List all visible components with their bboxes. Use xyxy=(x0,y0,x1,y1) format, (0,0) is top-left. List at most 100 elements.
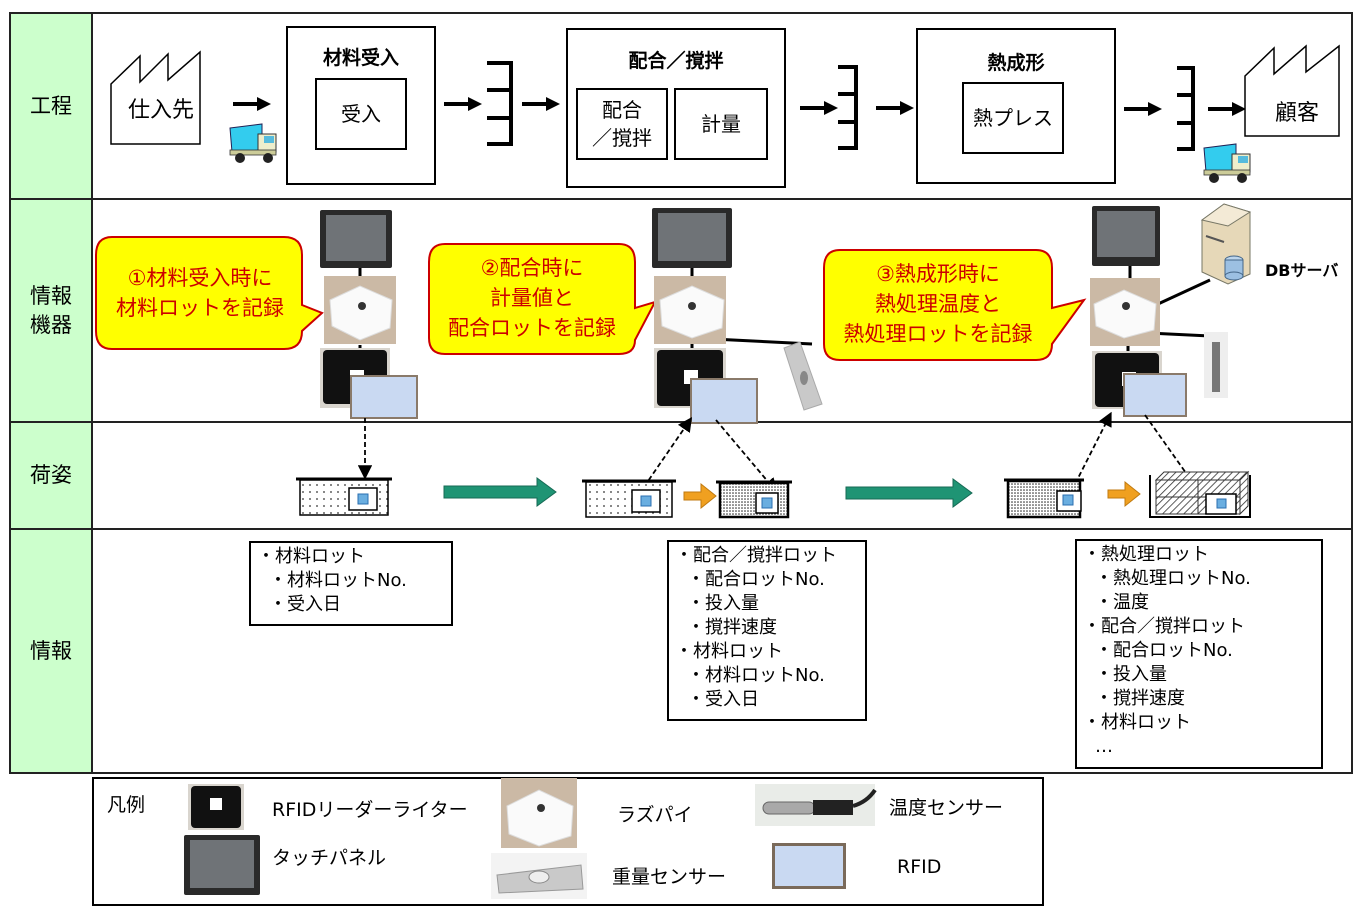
callout-3 xyxy=(823,249,1087,361)
info-box-receiving: ・材料ロット ・材料ロットNo. ・受入日 xyxy=(249,541,453,626)
process-step-thermoforming: 熱成形 熱プレス xyxy=(916,28,1116,184)
raspberry-pi-icon xyxy=(501,778,577,848)
arrow-right-icon xyxy=(1208,102,1246,116)
arrow-right-icon xyxy=(1124,102,1162,116)
arrow-right-icon xyxy=(876,101,914,115)
supplier-label: 仕入先 xyxy=(128,98,195,123)
info-line: ・材料ロットNo. xyxy=(269,570,407,591)
process-substep-label: 配合 ／撹拌 xyxy=(592,98,652,150)
customer-factory-icon xyxy=(1244,44,1340,137)
material-container xyxy=(582,479,676,518)
info-line: ・配合ロットNo. xyxy=(1095,640,1233,661)
arrow-right-icon xyxy=(800,101,838,115)
flow-arrow-green xyxy=(845,478,973,508)
truck-icon xyxy=(1203,143,1251,183)
legend-label: 温度センサー xyxy=(889,797,1004,819)
buffer-storage-icon xyxy=(838,65,858,150)
info-line: ・配合／撹拌ロット xyxy=(1083,616,1245,637)
temperature-sensor-icon xyxy=(1204,332,1228,398)
process-substep: 計量 xyxy=(674,88,768,160)
touch-panel-icon xyxy=(1092,206,1160,266)
info-line: ・材料ロット xyxy=(257,546,365,567)
process-substep: 受入 xyxy=(315,78,407,150)
raspberry-pi-icon xyxy=(1090,278,1160,346)
rfid-reader-writer-icon xyxy=(188,784,244,830)
truck-icon xyxy=(229,123,277,163)
process-step-title: 材料受入 xyxy=(322,47,399,69)
legend-title: 凡例 xyxy=(107,794,146,816)
process-step-mixing: 配合／撹拌 配合 ／撹拌 計量 xyxy=(566,28,786,188)
process-step-receiving: 材料受入 受入 xyxy=(286,26,436,185)
arrow-right-icon xyxy=(522,97,560,111)
touch-panel-icon xyxy=(320,210,392,268)
info-line: ・投入量 xyxy=(1095,664,1167,685)
info-line: ・熱処理ロットNo. xyxy=(1095,568,1251,589)
info-box-mixing: ・配合／撹拌ロット ・配合ロットNo. ・投入量 ・撹拌速度 ・材料ロット ・材… xyxy=(667,540,867,721)
rfid-write-arrow xyxy=(715,419,778,493)
row-label-text: 荷姿 xyxy=(30,463,72,487)
buffer-storage-icon xyxy=(1177,66,1195,151)
row-label-text: 情報 機器 xyxy=(30,283,72,337)
callout-1-text: ①材料受入時に 材料ロットを記録 xyxy=(116,266,284,320)
process-substep: 熱プレス xyxy=(962,82,1064,154)
info-line: … xyxy=(1095,736,1113,757)
mixed-container xyxy=(716,480,792,519)
customer-label: 顧客 xyxy=(1275,101,1320,126)
db-server-label: DBサーバ xyxy=(1265,261,1339,280)
weight-sensor-icon xyxy=(783,341,823,411)
buffer-storage-icon xyxy=(487,61,513,146)
legend-label: RFID xyxy=(897,856,942,878)
info-line: ・材料ロット xyxy=(1083,712,1191,733)
supplier-factory-icon xyxy=(110,50,201,145)
arrow-right-icon xyxy=(233,97,271,111)
row-label-text: 工程 xyxy=(30,93,72,118)
process-substep-label: 計量 xyxy=(701,112,741,136)
flow-arrow-green xyxy=(443,477,557,507)
touch-panel-icon xyxy=(184,835,260,895)
material-container xyxy=(296,477,392,516)
row-label-info: 情報 xyxy=(9,528,93,774)
flow-arrow-orange xyxy=(683,482,717,510)
flow-arrow-orange xyxy=(1107,480,1141,508)
info-line: ・配合ロットNo. xyxy=(687,569,825,590)
row-label-text: 情報 xyxy=(30,638,72,663)
process-substep-label: 熱プレス xyxy=(973,106,1053,130)
mixed-container xyxy=(1004,478,1084,519)
info-line: ・配合／撹拌ロット xyxy=(675,545,837,566)
rfid-tag-icon xyxy=(772,843,846,889)
arrow-right-icon xyxy=(444,97,482,111)
legend-label: タッチパネル xyxy=(272,847,387,869)
callout-3-text: ③熱成形時に 熱処理温度と 熱処理ロットを記録 xyxy=(843,262,1033,346)
legend-label: ラズパイ xyxy=(617,804,693,826)
legend-label: RFIDリーダーライター xyxy=(272,799,468,821)
info-line: ・熱処理ロット xyxy=(1083,544,1209,565)
callout-2-text: ②配合時に 計量値と 配合ロットを記録 xyxy=(448,256,616,340)
process-substep-label: 受入 xyxy=(341,102,381,126)
rfid-tag-icon xyxy=(1123,373,1187,417)
info-line: ・温度 xyxy=(1095,592,1149,613)
info-line: ・投入量 xyxy=(687,593,759,614)
touch-panel-icon xyxy=(652,208,732,268)
raspberry-pi-icon xyxy=(324,276,396,344)
formed-product-tray xyxy=(1149,470,1251,518)
row-label-process: 工程 xyxy=(9,12,93,200)
callout-1 xyxy=(95,236,324,350)
info-line: ・撹拌速度 xyxy=(687,617,777,638)
info-line: ・材料ロットNo. xyxy=(687,665,825,686)
process-substep: 配合 ／撹拌 xyxy=(576,88,668,160)
weight-sensor-icon xyxy=(491,853,587,899)
info-line: ・撹拌速度 xyxy=(1095,688,1185,709)
info-line: ・受入日 xyxy=(269,594,341,615)
rfid-tag-icon xyxy=(690,378,758,424)
process-step-title: 配合／撹拌 xyxy=(628,50,724,72)
process-step-title: 熱成形 xyxy=(987,52,1045,74)
legend-label: 重量センサー xyxy=(612,866,727,888)
temperature-sensor-icon xyxy=(755,784,877,826)
callout-2 xyxy=(428,243,657,355)
rfid-tag-icon xyxy=(350,375,418,419)
info-box-thermoforming: ・熱処理ロット ・熱処理ロットNo. ・温度 ・配合／撹拌ロット ・配合ロットN… xyxy=(1075,539,1323,769)
db-server-icon xyxy=(1200,203,1252,285)
info-line: ・受入日 xyxy=(687,689,759,710)
raspberry-pi-icon xyxy=(654,276,726,344)
